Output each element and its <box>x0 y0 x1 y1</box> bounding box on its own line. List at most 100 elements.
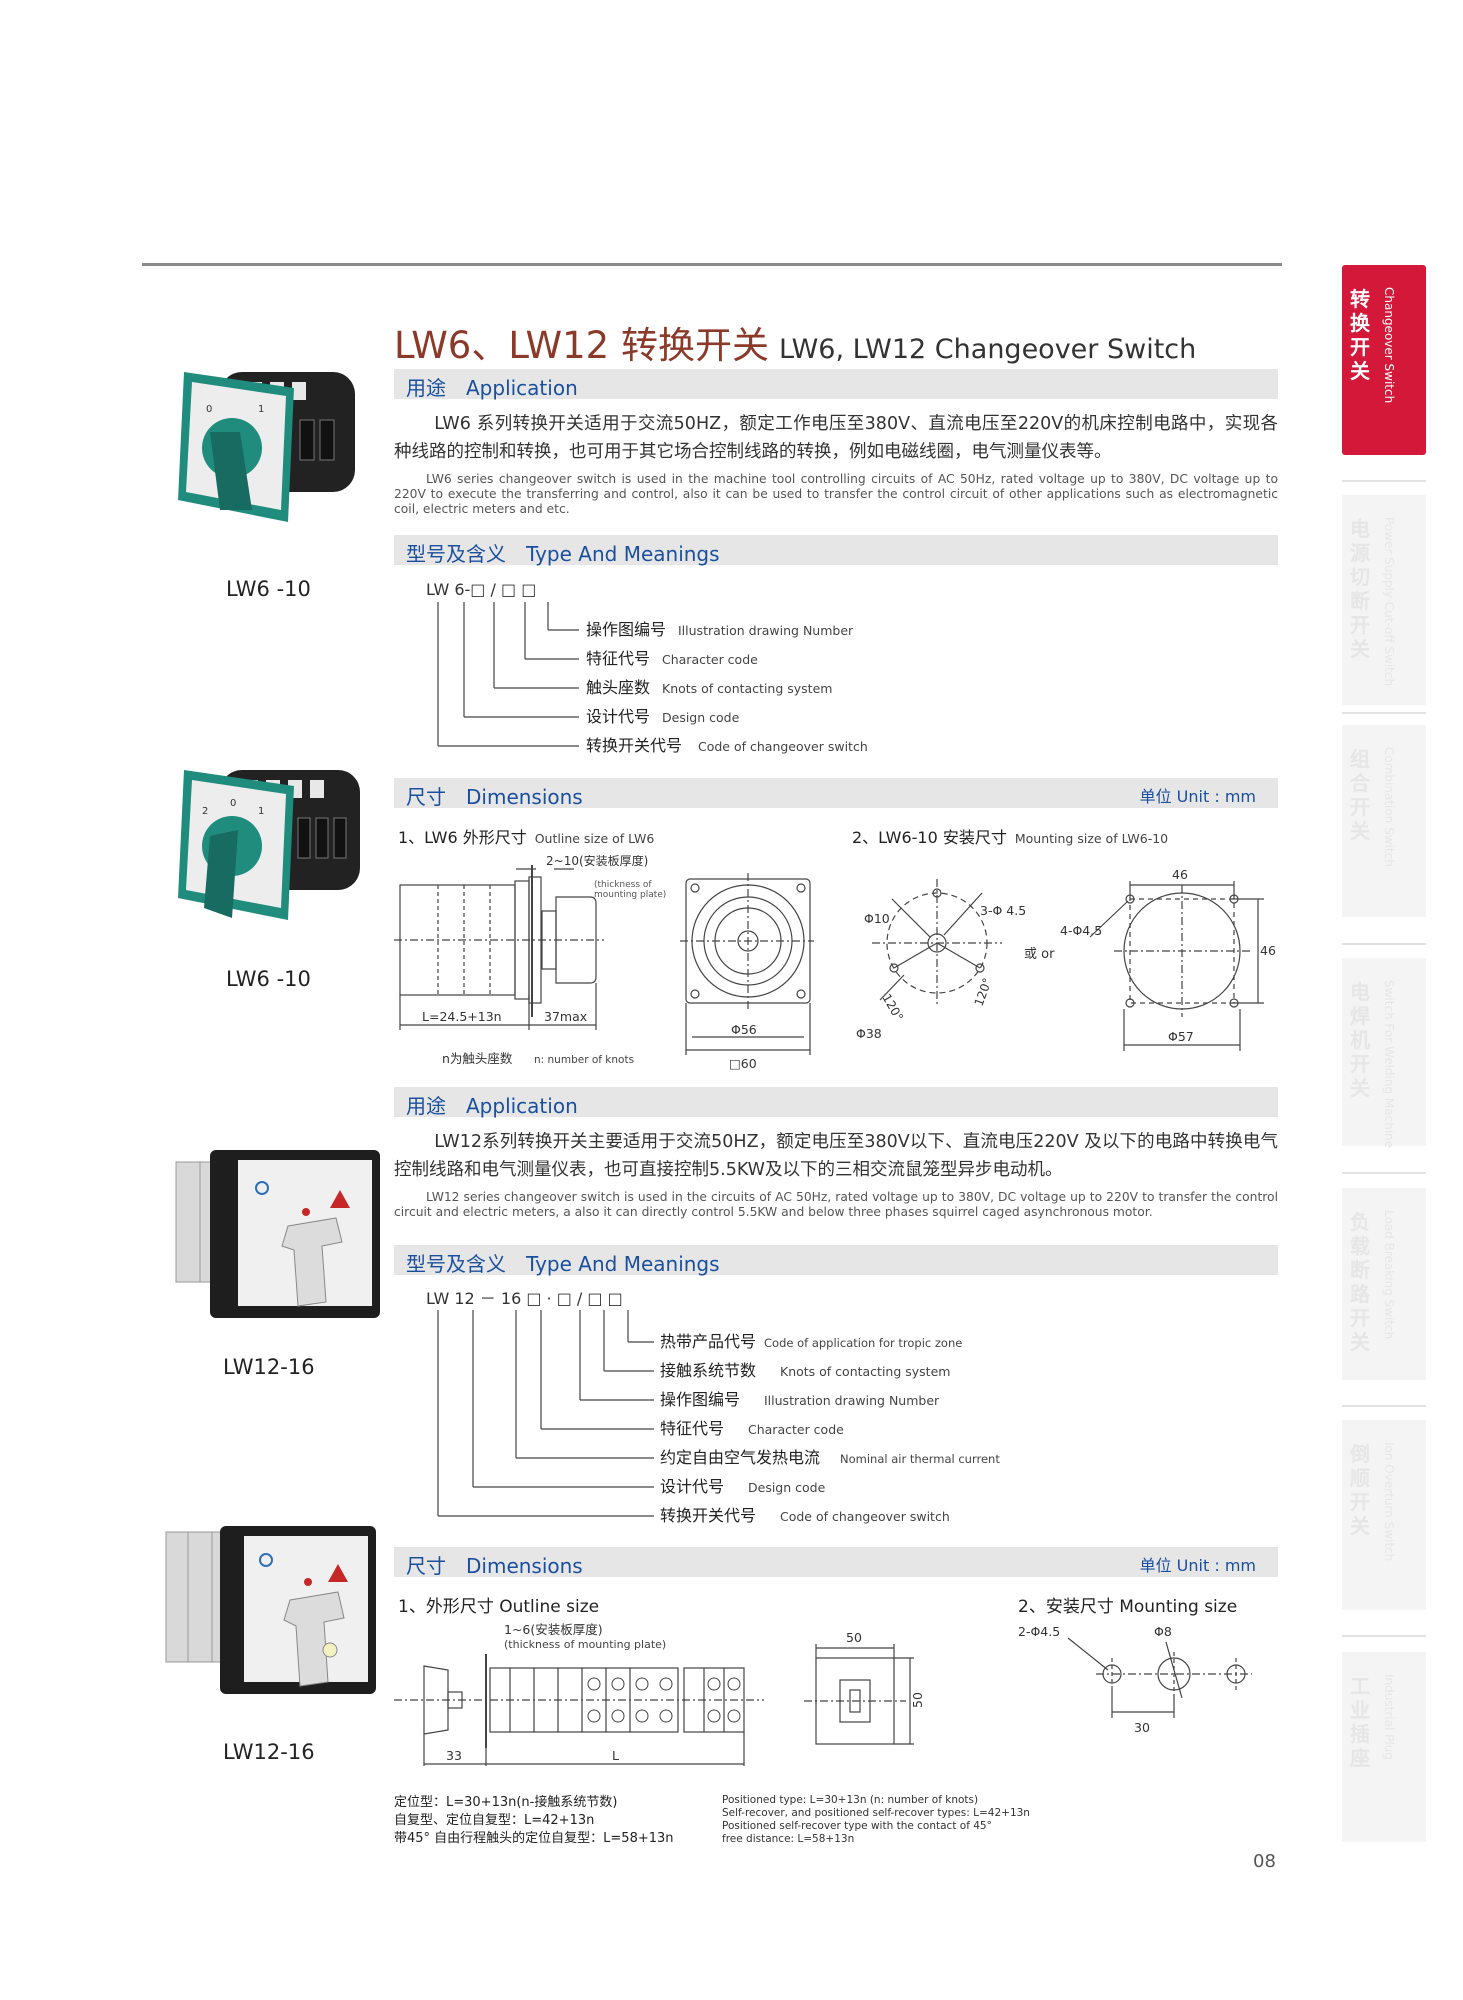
note-line: Positioned self-recover type with the co… <box>722 1820 992 1832</box>
dimensions-bar-lw6: 尺寸 Dimensions 单位 Unit : mm <box>394 778 1278 809</box>
product-label: LW6 -10 <box>226 577 311 601</box>
product-label: LW12-16 <box>223 1355 315 1379</box>
application-bar-lw6: 用途 Application <box>394 369 1278 400</box>
svg-text:0: 0 <box>230 798 236 809</box>
lw12-type-item-en: Design code <box>748 1480 826 1495</box>
lw12-type-labels: 热带产品代号 Code of application for tropic zo… <box>660 1332 1000 1525</box>
side-tab-divider <box>1342 1405 1426 1407</box>
angle-120-right: 120° <box>972 976 995 1008</box>
plate-thickness-en-1: (thickness of <box>594 880 652 890</box>
svg-text:0: 0 <box>206 404 212 415</box>
side-tab-industrial-plug[interactable]: 工业插座 Industrial Plug <box>1342 1652 1426 1842</box>
lw12-mounting-drawing: 2-Φ4.5 Φ8 30 <box>1018 1624 1252 1735</box>
lw12-code: LW 12 － 16 □ · □ / □ □ <box>426 1289 623 1308</box>
dimensions-heading: 尺寸 Dimensions <box>406 785 583 809</box>
lw12-type-item-zh: 接触系统节数 <box>660 1361 756 1380</box>
length-L: L <box>612 1748 619 1763</box>
lw6-mounting-caption-en: Mounting size of LW6-10 <box>1014 831 1169 846</box>
offset-33: 33 <box>446 1748 462 1763</box>
side-tab-label-en: Power Supply Cut-off Switch <box>1382 517 1396 687</box>
side-tab-divider <box>1342 943 1426 945</box>
lw12-mounting-caption: 2、安装尺寸 Mounting size <box>1018 1597 1238 1617</box>
lw6-code: LW 6-□ / □ □ <box>426 580 536 599</box>
lw12-type-item-zh: 约定自由空气发热电流 <box>660 1448 820 1467</box>
side-tab-label: 倒顺开关 <box>1350 1442 1370 1538</box>
side-tab-load-breaking-switch[interactable]: 负载断路开关 Load Breaking Switch <box>1342 1188 1426 1380</box>
side-tab-label-en: Ion Overturn Switch <box>1382 1442 1396 1562</box>
side-tab-label: 电焊机开关 <box>1350 980 1370 1100</box>
side-tab-label-en: Changeover Switch <box>1382 287 1396 404</box>
lw12-notes-en: Positioned type: L=30+13n (n: number of … <box>722 1794 1030 1846</box>
title-en: LW6, LW12 Changeover Switch <box>779 334 1197 365</box>
type-bar-lw6: 型号及含义 Type And Meanings <box>394 535 1278 566</box>
lw12-type-item-en: Nominal air thermal current <box>840 1452 1000 1466</box>
plate-thickness-en-2: mounting plate) <box>594 890 666 900</box>
svg-text:1: 1 <box>258 806 264 817</box>
lw12-type-item-zh: 特征代号 <box>660 1419 724 1438</box>
lw6-type-item-zh: 设计代号 <box>586 707 650 726</box>
side-tab-label: 电源切断开关 <box>1350 517 1370 661</box>
plate-thickness-en: (thickness of mounting plate) <box>504 1638 666 1651</box>
dimensions-heading: 尺寸 Dimensions <box>406 1554 583 1578</box>
unit-label: 单位 Unit : mm <box>1139 787 1256 806</box>
lw6-outline-drawing: 2~10(安装板厚度) (thickness of mounting plate… <box>394 855 814 1071</box>
width-50: 50 <box>846 1630 862 1645</box>
note-line: 定位型：L=30+13n(n-接触系统节数) <box>394 1795 618 1810</box>
lw12-outline-caption: 1、外形尺寸 Outline size <box>398 1597 600 1617</box>
lw12-type-item-zh: 操作图编号 <box>660 1390 740 1409</box>
lw12-type-item-en: Character code <box>748 1422 844 1437</box>
lw6-type-diagram: LW 6-□ / □ □ 操作图编号 Illustration drawing … <box>426 580 868 755</box>
lw6-type-item-zh: 特征代号 <box>586 649 650 668</box>
plate-thickness-label: 1~6(安装板厚度) <box>504 1622 603 1637</box>
holes-4-d4-5: 4-Φ4.5 <box>1060 923 1102 938</box>
side-tab-label-en: Load Breaking Switch <box>1382 1210 1396 1340</box>
application-text-en: LW12 series changeover switch is used in… <box>394 1190 1278 1219</box>
spacing-30: 30 <box>1134 1720 1150 1735</box>
lw6-mounting-caption-zh: 2、LW6-10 安装尺寸 <box>852 828 1007 847</box>
height-46: 46 <box>1260 943 1276 958</box>
svg-text:1: 1 <box>258 404 264 415</box>
svg-text:2: 2 <box>202 806 208 817</box>
plate-thickness-label: 2~10(安装板厚度) <box>546 855 648 868</box>
lw12-type-diagram: LW 12 － 16 □ · □ / □ □ 热带产品代号 Code of ap… <box>426 1289 1000 1525</box>
lw6-type-item-zh: 转换开关代号 <box>586 736 682 755</box>
side-tab-divider <box>1342 1172 1426 1174</box>
page-title: LW6、LW12 转换开关 LW6, LW12 Changeover Switch <box>394 315 1196 369</box>
diameter-10: Φ10 <box>864 911 890 926</box>
side-tab-changeover-switch[interactable]: 转换开关 Changeover Switch <box>1342 265 1426 455</box>
application-text-zh: LW6 系列转换开关适用于交流50HZ，额定工作电压至380V、直流电压至220… <box>394 414 1278 462</box>
side-tab-label-en: Industrial Plug <box>1382 1674 1396 1760</box>
side-tab-overturn-switch[interactable]: 倒顺开关 Ion Overturn Switch <box>1342 1420 1426 1610</box>
lw6-outline-caption-zh: 1、LW6 外形尺寸 <box>398 828 527 847</box>
knots-note-en: n: number of knots <box>534 1054 634 1066</box>
max-label: 37max <box>544 1009 587 1024</box>
note-line: Self-recover, and positioned self-recove… <box>722 1807 1030 1819</box>
unit-label: 单位 Unit : mm <box>1139 1556 1256 1575</box>
note-line: 自复型、定位自复型：L=42+13n <box>394 1813 595 1828</box>
dimensions-bar-lw12: 尺寸 Dimensions 单位 Unit : mm <box>394 1547 1278 1578</box>
lw12-type-item-zh: 热带产品代号 <box>660 1332 756 1351</box>
header-rule <box>142 263 1282 266</box>
side-tab-divider <box>1342 712 1426 714</box>
side-tab-label: 工业插座 <box>1350 1674 1370 1770</box>
type-bar-lw12: 型号及含义 Type And Meanings <box>394 1245 1278 1276</box>
side-tab-welding-machine-switch[interactable]: 电焊机开关 Switch For Welding Machine <box>1342 958 1426 1148</box>
side-tab-combination-switch[interactable]: 组合开关 Combination Switch <box>1342 725 1426 917</box>
lw12-type-item-zh: 转换开关代号 <box>660 1506 756 1525</box>
lw12-type-item-en: Illustration drawing Number <box>764 1393 940 1408</box>
side-tab-label: 负载断路开关 <box>1350 1210 1370 1354</box>
lw12-type-item-zh: 设计代号 <box>660 1477 724 1496</box>
application-text-en: LW6 series changeover switch is used in … <box>394 472 1278 516</box>
note-line: free distance: L=58+13n <box>722 1833 855 1845</box>
application-text-zh: LW12系列转换开关主要适用于交流50HZ，额定电压至380V以下、直流电压22… <box>394 1132 1278 1180</box>
lw6-product-photo: 2 0 1 <box>178 770 360 920</box>
product-label: LW6 -10 <box>226 967 311 991</box>
side-tab-power-cutoff-switch[interactable]: 电源切断开关 Power Supply Cut-off Switch <box>1342 495 1426 705</box>
page-number: 08 <box>1253 1851 1276 1872</box>
knots-note: n为触头座数 <box>442 1051 513 1066</box>
title-zh: LW6、LW12 转换开关 <box>394 324 769 367</box>
lw12-product-photo <box>175 1150 380 1318</box>
lw6-type-labels: 操作图编号 Illustration drawing Number 特征代号 C… <box>586 620 868 755</box>
lw12-product-photo <box>165 1526 376 1694</box>
